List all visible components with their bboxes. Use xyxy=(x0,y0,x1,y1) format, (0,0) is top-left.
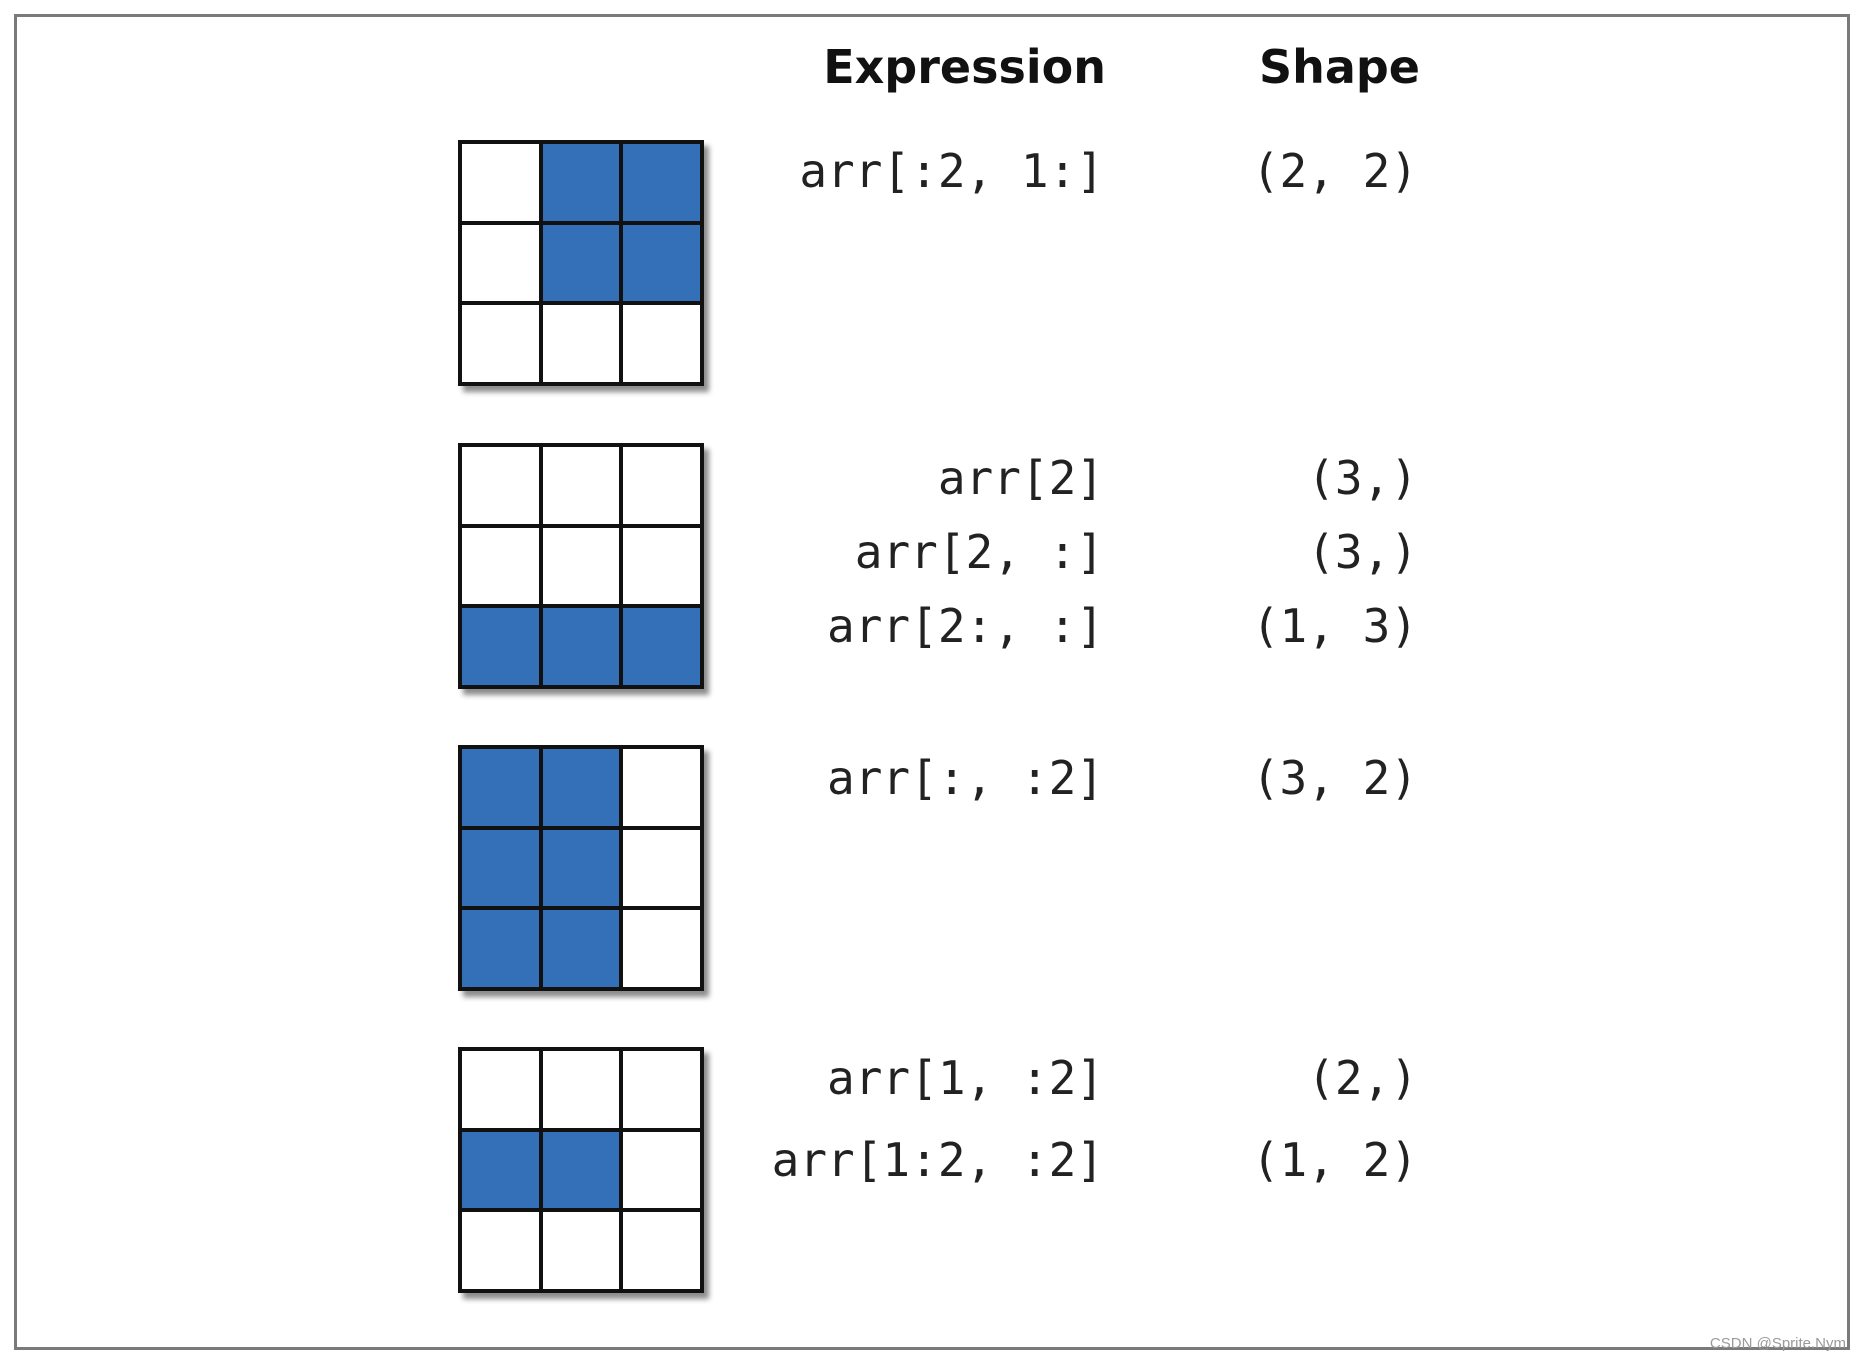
shape-header: Shape xyxy=(1258,40,1420,94)
grid-4-cell-r0-c0 xyxy=(460,1049,541,1130)
grid-2-cell-r0-c1 xyxy=(540,445,622,526)
expression-2-1: arr[2] xyxy=(937,451,1104,505)
grid-4-cell-r2-c0 xyxy=(460,1210,541,1291)
shape-2-1: (3,) xyxy=(1307,451,1418,505)
figure-frame xyxy=(14,14,1850,1350)
grid-1-cell-r2-c2 xyxy=(621,303,702,384)
grid-1-cell-r2-c0 xyxy=(460,303,541,384)
shape-4-1: (2,) xyxy=(1307,1051,1418,1105)
grid-3-cell-r0-c2 xyxy=(621,747,702,828)
grid-2-cell-r2-c1-selected xyxy=(540,606,622,687)
grid-3-cell-r2-c0-selected xyxy=(460,908,541,989)
grid-4-cell-r2-c2 xyxy=(621,1210,702,1291)
grid-4-cell-r0-c1 xyxy=(540,1049,622,1130)
shape-1-1: (2, 2) xyxy=(1251,144,1418,198)
grid-4-cell-r0-c2 xyxy=(621,1049,702,1130)
grid-1-cell-r0-c1-selected xyxy=(540,142,622,223)
grid-2-cell-r0-c2 xyxy=(621,445,702,526)
grid-4-cell-r1-c1-selected xyxy=(540,1129,622,1211)
grid-4-cell-r1-c0-selected xyxy=(460,1129,541,1211)
grid-3-cell-r1-c0-selected xyxy=(460,827,541,909)
grid-3-cell-r0-c0-selected xyxy=(460,747,541,828)
grid-3-cell-r2-c1-selected xyxy=(540,908,622,989)
grid-3-cell-r1-c1-selected xyxy=(540,827,622,909)
grid-3-cell-r2-c2 xyxy=(621,908,702,989)
grid-2-cell-r2-c2-selected xyxy=(621,606,702,687)
grid-2-cell-r2-c0-selected xyxy=(460,606,541,687)
grid-4-cell-r1-c2 xyxy=(621,1129,702,1211)
expression-2-2: arr[2, :] xyxy=(854,525,1104,579)
grid-3-cell-r0-c1-selected xyxy=(540,747,622,828)
array-grid-1 xyxy=(458,140,704,386)
grid-2-cell-r1-c2 xyxy=(621,525,702,607)
grid-2-cell-r1-c1 xyxy=(540,525,622,607)
array-grid-3 xyxy=(458,745,704,991)
array-grid-4 xyxy=(458,1047,704,1293)
expression-3-1: arr[:, :2] xyxy=(827,751,1104,805)
shape-2-2: (3,) xyxy=(1307,525,1418,579)
grid-2-cell-r0-c0 xyxy=(460,445,541,526)
grid-3-cell-r1-c2 xyxy=(621,827,702,909)
expression-header: Expression xyxy=(823,40,1106,94)
grid-2-cell-r1-c0 xyxy=(460,525,541,607)
expression-1-1: arr[:2, 1:] xyxy=(799,144,1104,198)
watermark: CSDN @Sprite.Nym xyxy=(1709,1335,1846,1352)
grid-4-cell-r2-c1 xyxy=(540,1210,622,1291)
expression-4-1: arr[1, :2] xyxy=(827,1051,1104,1105)
grid-1-cell-r1-c0 xyxy=(460,222,541,304)
grid-1-cell-r2-c1 xyxy=(540,303,622,384)
expression-4-2: arr[1:2, :2] xyxy=(771,1133,1104,1187)
shape-3-1: (3, 2) xyxy=(1251,751,1418,805)
grid-1-cell-r1-c2-selected xyxy=(621,222,702,304)
grid-1-cell-r1-c1-selected xyxy=(540,222,622,304)
grid-1-cell-r0-c0 xyxy=(460,142,541,223)
expression-2-3: arr[2:, :] xyxy=(827,599,1104,653)
shape-4-2: (1, 2) xyxy=(1251,1133,1418,1187)
shape-2-3: (1, 3) xyxy=(1251,599,1418,653)
array-grid-2 xyxy=(458,443,704,689)
grid-1-cell-r0-c2-selected xyxy=(621,142,702,223)
